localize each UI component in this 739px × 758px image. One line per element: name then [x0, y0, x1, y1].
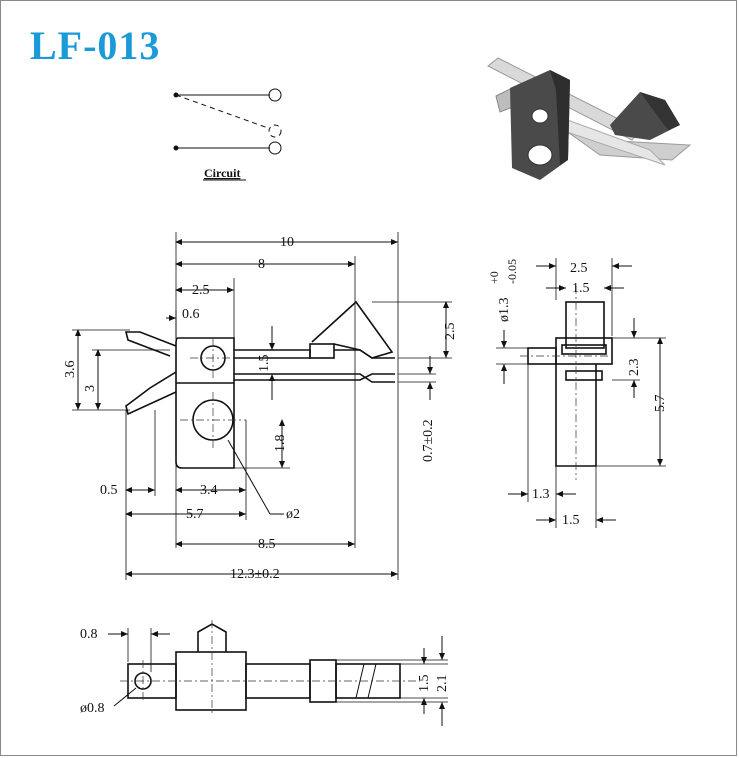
side-tol-minus: -0.05: [505, 259, 519, 284]
dim-8: 8: [258, 257, 265, 272]
dim-10: 10: [280, 235, 294, 250]
side-tol-plus: +0: [487, 271, 501, 284]
side-dim-phi1-3: ø1.3: [497, 298, 512, 323]
side-dim-5-7: 5.7: [653, 395, 668, 413]
side-dim-1-3: 1.3: [532, 487, 550, 502]
side-dim-1-5-bottom: 1.5: [562, 513, 580, 528]
dim-3: 3: [83, 385, 98, 392]
dim-5-7: 5.7: [186, 507, 204, 522]
side-dim-1-5-top: 1.5: [572, 281, 590, 296]
dim-8-5: 8.5: [258, 537, 276, 552]
dim-3-6: 3.6: [63, 361, 78, 379]
dim-12-3: 12.3±0.2: [230, 567, 280, 582]
product-photo: [487, 57, 692, 180]
dim-0-6: 0.6: [182, 307, 200, 322]
bottom-dim-0-8: 0.8: [80, 627, 98, 642]
side-dim-2-5: 2.5: [570, 261, 588, 276]
side-dim-2-3: 2.3: [627, 359, 642, 377]
dim-0-7: 0.7±0.2: [421, 419, 436, 462]
bottom-dim-phi0-8: ø0.8: [80, 701, 105, 716]
dim-2-5-right: 2.5: [443, 323, 458, 341]
dim-2-5-top: 2.5: [192, 283, 210, 298]
dim-1-8: 1.8: [273, 435, 288, 453]
bottom-dim-1-5: 1.5: [417, 675, 432, 693]
dim-1-5-mid: 1.5: [257, 355, 272, 373]
circuit-diagram: Circuit: [173, 88, 282, 181]
side-view: 2.5 1.5 ø1.3 +0 -0.05 2.3 5.7 1.3 1.5: [487, 258, 668, 528]
front-view: 10 8 2.5 0.6 3.6 3 1.5 2.5 0.7±0.2 1.8 0…: [63, 232, 458, 582]
dim-3-4: 3.4: [200, 483, 218, 498]
bottom-dim-2-1: 2.1: [435, 675, 450, 693]
dim-0-5: 0.5: [100, 483, 118, 498]
circuit-label: Circuit: [204, 166, 240, 180]
bottom-view: 0.8 ø0.8 1.5 2.1: [80, 620, 450, 726]
page-title: LF-013: [30, 23, 161, 68]
dim-phi2: ø2: [286, 507, 300, 522]
